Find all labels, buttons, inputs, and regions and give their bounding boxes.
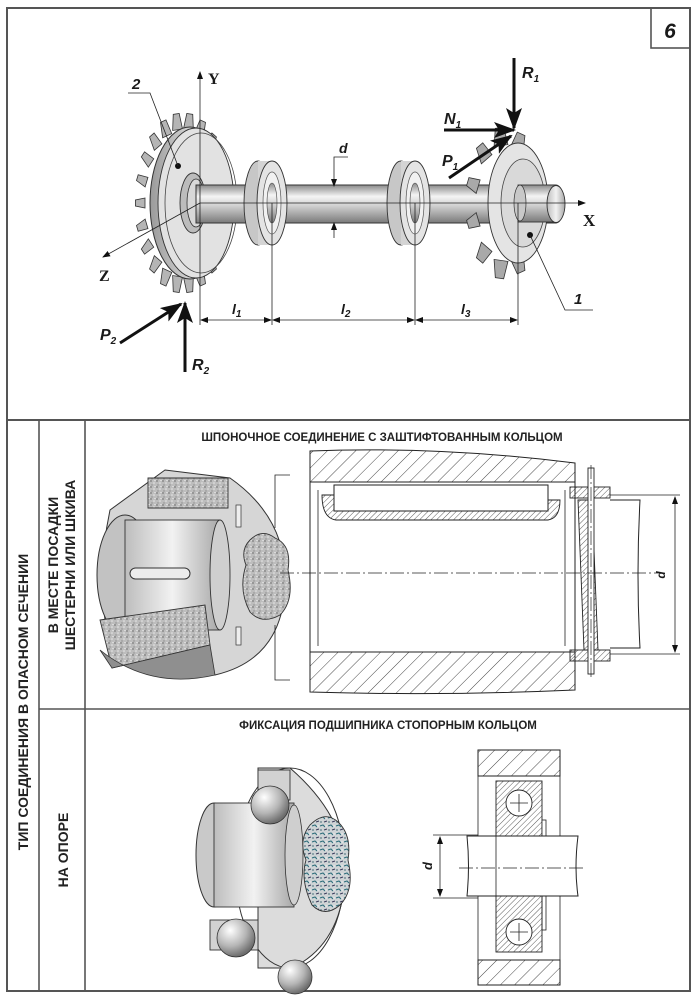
gear-tooth [172, 113, 184, 131]
leader-gear-2 [128, 92, 179, 167]
z-axis-label: Z [99, 268, 110, 285]
row2-caption: ФИКСАЦИЯ ПОДШИПНИКА СТОПОРНЫМ КОЛЬЦОМ [239, 720, 537, 732]
force-P1-arrow [448, 134, 513, 180]
sheet-number-box: 6 [650, 7, 691, 49]
part-label-1: 1 [574, 291, 582, 308]
row2-heading: НА ОПОРЕ [55, 813, 71, 888]
forces: R1 N1 P1 P2 R2 [100, 58, 540, 377]
gear-tooth [149, 254, 163, 274]
gear-tooth [466, 211, 481, 229]
row1-heading-line1: В МЕСТЕ ПОСАДКИ [45, 497, 61, 633]
gear-tooth [135, 197, 146, 209]
force-N1-label: N1 [444, 111, 462, 131]
leader-pinion-1 [529, 234, 593, 311]
shaft-assembly-diagram: Y X Z 2 1 d l1 l2 l3 [99, 58, 596, 377]
gear-tooth [160, 267, 173, 287]
gear-tooth [475, 241, 493, 264]
gear-tooth [466, 177, 481, 195]
sheet-number: 6 [664, 20, 676, 43]
diameter-dimension: d [331, 140, 348, 238]
gear-tooth [172, 275, 184, 293]
gear-tooth [493, 258, 509, 280]
force-P2-arrow [119, 302, 183, 345]
gear-tooth [136, 174, 149, 188]
gear-tooth [149, 132, 163, 152]
z-axis [102, 202, 201, 258]
dim-l3: l3 [461, 301, 471, 320]
length-dimensions: l1 l2 l3 [199, 203, 519, 325]
row1-caption: ШПОНОЧНОЕ СОЕДИНЕНИЕ С ЗАШТИФТОВАННЫМ КО… [201, 432, 562, 444]
gear-tooth [140, 151, 155, 168]
row2-diameter-label: d [420, 861, 435, 870]
force-R2-label: R2 [192, 357, 210, 377]
diameter-label: d [339, 140, 348, 156]
y-axis-label: Y [208, 71, 220, 88]
force-P2-label: P2 [100, 327, 117, 347]
gear-tooth [160, 119, 173, 139]
dim-l1: l1 [232, 301, 242, 320]
force-P1-label: P1 [442, 153, 459, 173]
row1-diameter-label: d [654, 571, 668, 579]
gear-tooth [140, 238, 155, 255]
bearing-section-drawing: d [420, 749, 584, 986]
dim-l2: l2 [341, 301, 351, 320]
table-outer-heading: ТИП СОЕДИНЕНИЯ В ОПАСНОМ СЕЧЕНИИ [15, 554, 31, 850]
keyed-hub-3d-illustration [96, 469, 291, 680]
gear-tooth [136, 218, 149, 232]
keyed-hub-section-drawing: d [274, 449, 680, 695]
row1-heading-line2: ШЕСТЕРНИ ИЛИ ШКИВА [62, 480, 78, 651]
x-axis-label: X [583, 211, 596, 230]
force-R1-label: R1 [522, 65, 540, 85]
bearing-3d-illustration [195, 767, 351, 995]
part-label-2: 2 [131, 76, 141, 93]
sheet-frame [6, 7, 691, 992]
